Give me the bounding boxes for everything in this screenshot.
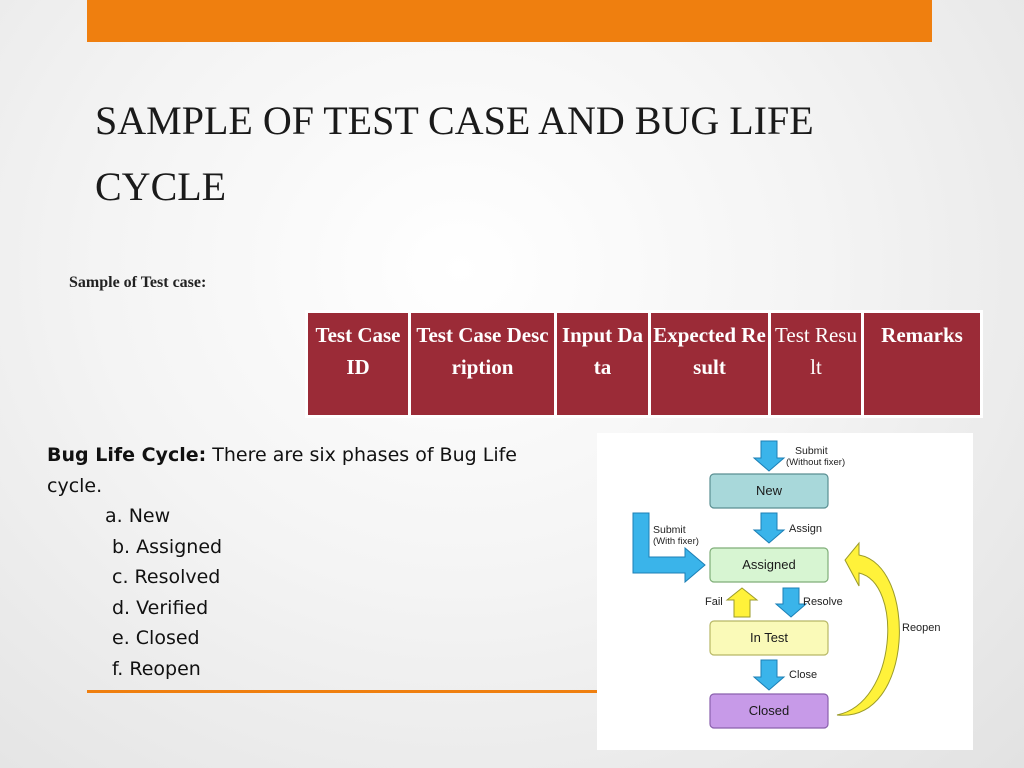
top-accent-bar bbox=[87, 0, 932, 42]
label-submit-top-sub: (Without fixer) bbox=[786, 457, 845, 468]
label-resolve: Resolve bbox=[803, 596, 843, 608]
arrow-submit-top bbox=[752, 440, 786, 472]
header-test-result: Test Result bbox=[768, 310, 864, 418]
label-submit-left: Submit bbox=[653, 524, 686, 536]
box-intest-label: In Test bbox=[750, 630, 788, 645]
phase-item: a. New bbox=[105, 505, 171, 527]
box-assigned bbox=[709, 547, 829, 583]
arrow-submit-left bbox=[632, 512, 706, 584]
label-submit-top: Submit bbox=[795, 445, 828, 457]
phase-item: d. Verified bbox=[112, 596, 209, 619]
header-test-case-description: Test Case Description bbox=[408, 310, 557, 418]
bug-life-cycle-label: Bug Life Cycle: bbox=[47, 444, 207, 466]
arrow-resolve bbox=[774, 587, 808, 618]
table-header-row: Test Case ID Test Case Description Input… bbox=[305, 310, 983, 418]
bug-life-cycle-diagram: Submit (Without fixer) New Assign Submit… bbox=[597, 433, 973, 750]
header-remarks: Remarks bbox=[861, 310, 983, 418]
arrow-assign bbox=[752, 512, 786, 544]
table-caption: Sample of Test case: bbox=[69, 274, 207, 291]
phase-item: f. Reopen bbox=[112, 657, 201, 680]
label-submit-left-sub: (With fixer) bbox=[653, 536, 699, 547]
slide-title: SAMPLE OF TEST CASE AND BUG LIFE CYCLE bbox=[95, 98, 814, 209]
label-fail: Fail bbox=[705, 596, 723, 608]
label-reopen: Reopen bbox=[902, 622, 941, 634]
arrow-reopen bbox=[836, 541, 900, 716]
bug-life-cycle-text: Bug Life Cycle: There are six phases of … bbox=[47, 440, 567, 684]
header-input-data: Input Data bbox=[554, 310, 651, 418]
box-closed bbox=[709, 693, 829, 729]
bug-life-cycle-intro: There are six phases of Bug Life cycle. bbox=[47, 444, 517, 497]
box-new bbox=[709, 473, 829, 509]
box-intest bbox=[709, 620, 829, 656]
header-test-case-id: Test Case ID bbox=[305, 310, 411, 418]
label-close: Close bbox=[789, 669, 817, 681]
divider-line bbox=[87, 690, 599, 693]
arrow-fail bbox=[725, 587, 759, 618]
arrow-close bbox=[752, 659, 786, 691]
phase-item: e. Closed bbox=[112, 627, 200, 649]
label-assign: Assign bbox=[789, 523, 822, 535]
test-case-table: Test Case ID Test Case Description Input… bbox=[305, 310, 983, 418]
phase-item: b. Assigned bbox=[112, 535, 223, 558]
header-expected-result: Expected Result bbox=[648, 310, 771, 418]
box-new-label: New bbox=[756, 483, 783, 498]
phase-item: c. Resolved bbox=[112, 566, 221, 588]
box-assigned-label: Assigned bbox=[742, 557, 795, 572]
box-closed-label: Closed bbox=[749, 703, 789, 718]
